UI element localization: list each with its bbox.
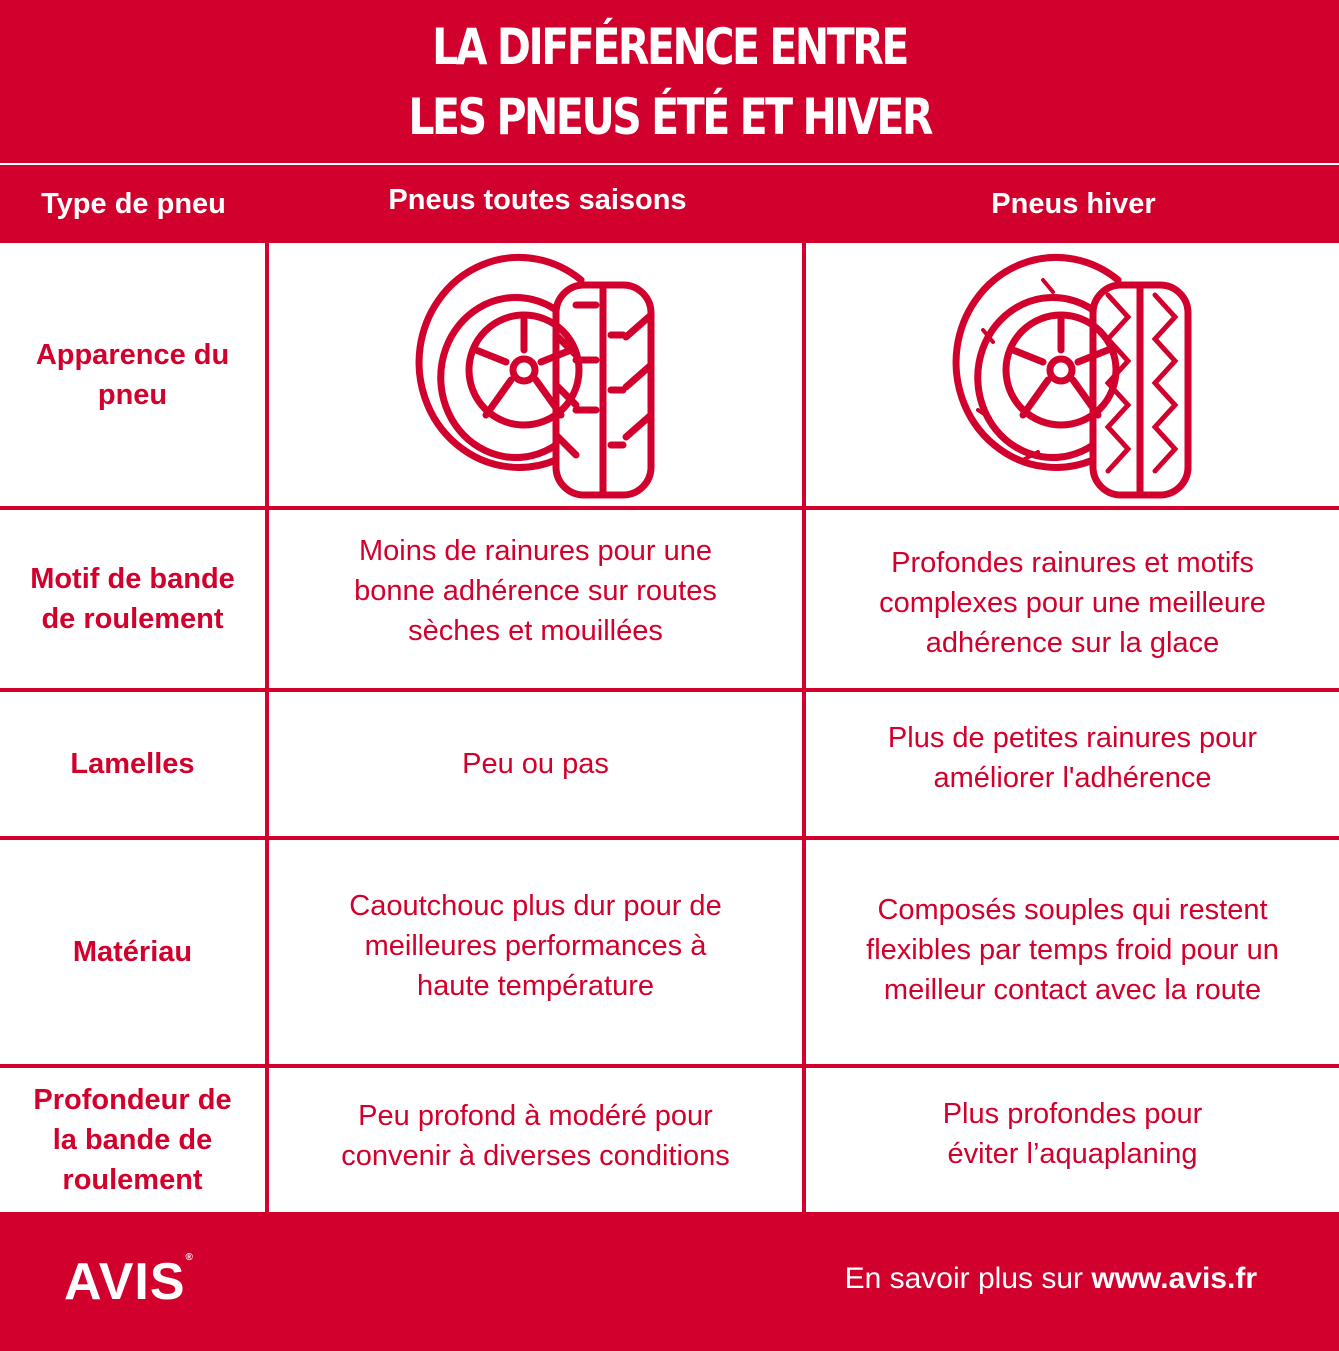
divider (0, 506, 1339, 510)
divider (0, 688, 1339, 692)
all-season-tire-icon (269, 243, 802, 506)
divider (0, 836, 1339, 840)
row-label: Lamelles (70, 748, 195, 780)
all-season-value: Peu profond à modéré pour convenir à div… (341, 1100, 730, 1172)
divider (265, 243, 269, 1212)
learn-more: En savoir plus sur www.avis.fr (845, 1262, 1257, 1296)
website-link[interactable]: www.avis.fr (1091, 1262, 1257, 1295)
footer: AVIS® En savoir plus sur www.avis.fr (0, 1212, 1339, 1351)
title-line-1: LA DIFFÉRENCE ENTRE (432, 17, 909, 76)
winter-value: Profondes rainures et motifs complexes p… (879, 547, 1266, 659)
winter-value: Plus profondes pour éviter l’aquaplaning (942, 1098, 1203, 1170)
all-season-value: Caoutchouc plus dur pour de meilleures p… (349, 890, 722, 1002)
row-label: Profondeur de la bande de roulement (33, 1084, 232, 1196)
divider (0, 1064, 1339, 1068)
divider (802, 243, 806, 1212)
header-type: Type de pneu (41, 187, 226, 220)
row-label: Apparence du pneu (35, 338, 230, 411)
title-line-2: LES PNEUS ÉTÉ ET HIVER (408, 87, 933, 146)
avis-logo: AVIS® (64, 1252, 194, 1311)
all-season-value: Peu ou pas (462, 748, 609, 780)
winter-value: Composés souples qui restent flexibles p… (866, 894, 1279, 1006)
table-header: Type de pneu Pneus toutes saisons Pneus … (0, 165, 1339, 243)
title-banner: LA DIFFÉRENCE ENTRE LES PNEUS ÉTÉ ET HIV… (0, 0, 1339, 163)
learn-more-text: En savoir plus sur (844, 1262, 1092, 1295)
winter-tire-icon (806, 243, 1339, 506)
row-label: Matériau (72, 936, 193, 968)
all-season-value: Moins de rainures pour une bonne adhéren… (354, 535, 717, 647)
row-label: Motif de bande de roulement (30, 563, 235, 635)
header-winter: Pneus hiver (991, 187, 1156, 220)
header-all-season: Pneus toutes saisons (388, 183, 687, 216)
winter-value: Plus de petites rainures pour améliorer … (887, 722, 1258, 794)
